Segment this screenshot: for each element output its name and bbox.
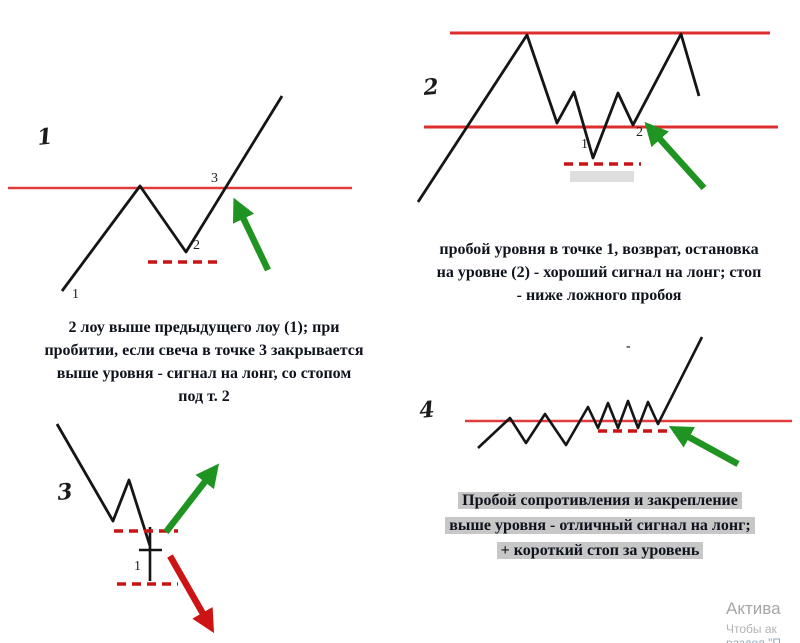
diagram-4-long-arrow-icon: [668, 426, 740, 467]
caption-2-line-1: пробой уровня в точке 1, возврат, остано…: [439, 241, 759, 258]
diagram-1-point-1-label: 1: [72, 287, 79, 302]
diagram-2: 2 1 2: [416, 31, 778, 203]
diagram-3-down-arrow-icon: [167, 554, 215, 634]
diagram-1-number: 1: [36, 124, 54, 151]
caption-4-line-1: Пробой сопротивления и закрепление: [458, 492, 742, 509]
caption-pattern-4: Пробой сопротивления и закрепление выше …: [402, 488, 798, 563]
diagram-2-point-1-label: 1: [581, 137, 588, 152]
caption-2-line-3: - ниже ложного пробоя: [516, 287, 682, 304]
caption-2-line-2: на уровне (2) - хороший сигнал на лонг; …: [436, 264, 762, 281]
diagram-4: 4 -: [418, 336, 792, 467]
caption-1-line-4: под т. 2: [178, 388, 230, 405]
diagram-2-price-line: [416, 32, 701, 203]
caption-pattern-2: пробой уровня в точке 1, возврат, остано…: [400, 238, 798, 307]
diagram-3-point-1-label: 1: [134, 559, 141, 574]
watermark-subtitle: Чтобы ак: [726, 622, 777, 636]
caption-4-line-3: + короткий стоп за уровень: [496, 542, 704, 559]
diagram-1-long-arrow-icon: [232, 197, 271, 272]
watermark-link-text: раздел "П: [726, 636, 781, 643]
diagram-2-point-2-label: 2: [636, 125, 643, 140]
diagram-1-point-2-label: 2: [193, 238, 200, 253]
diagram-3-number: 3: [56, 479, 74, 506]
watermark-title: Актива: [726, 599, 781, 618]
diagram-1: 1 1 2 3: [8, 95, 352, 302]
diagram-3: 3 1: [55, 423, 220, 634]
caption-4-line-2: выше уровня - отличный сигнал на лонг;: [445, 517, 755, 534]
activation-watermark: Актива Чтобы ак раздел "П: [726, 599, 800, 643]
diagram-3-up-arrow-icon: [163, 463, 220, 534]
caption-1-line-2: пробитии, если свеча в точке 3 закрывает…: [44, 342, 364, 359]
diagram-1-price-line: [60, 95, 284, 292]
diagram-2-long-arrow-icon: [644, 121, 707, 191]
caption-1-line-1: 2 лоу выше предыдущего лоу (1); при: [68, 319, 340, 336]
diagram-4-number: 4: [418, 397, 436, 424]
diagram-3-price-line: [55, 423, 152, 547]
caption-pattern-1: 2 лоу выше предыдущего лоу (1); при проб…: [8, 316, 400, 408]
diagram-1-point-3-label: 3: [211, 171, 218, 186]
diagram-4-price-line: [477, 336, 704, 449]
diagram-4-stray-dash: -: [626, 339, 631, 354]
caption-1-line-3: выше уровня - сигнал на лонг, со стопом: [56, 365, 352, 382]
diagram-2-number: 2: [421, 74, 440, 101]
diagram-2-smudge: [570, 171, 634, 182]
